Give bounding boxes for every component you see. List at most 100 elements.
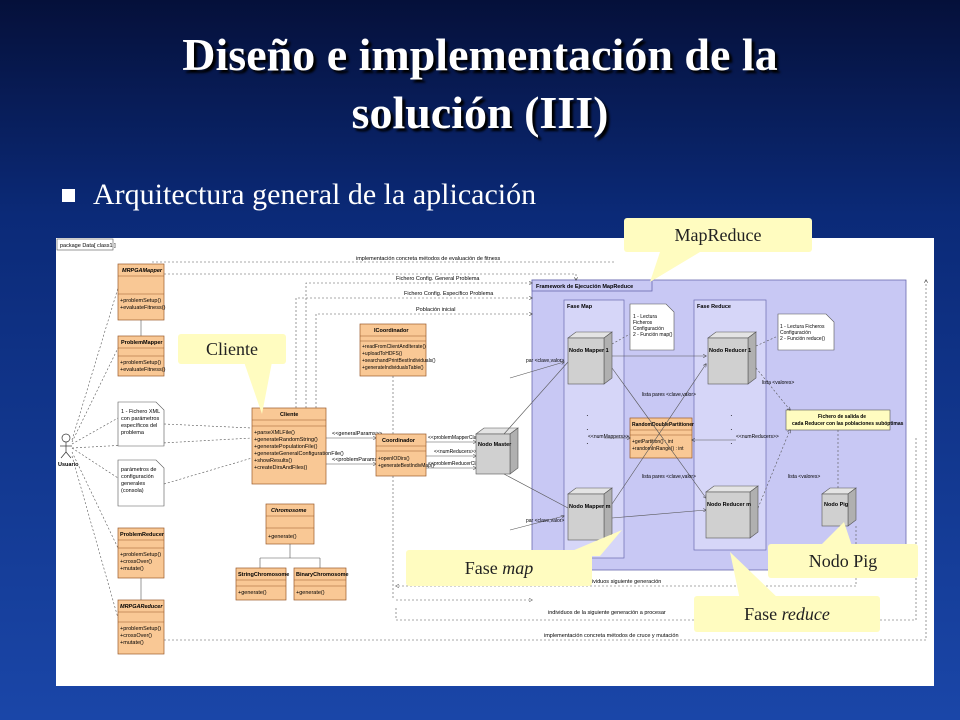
svg-text:+generateBestIndivMap(): +generateBestIndivMap() <box>378 463 435 469</box>
svg-text:·: · <box>730 439 733 448</box>
mapper-ellipsis: · <box>586 411 589 420</box>
class-cliente: Cliente +parseXMLFile() +generateRandomS… <box>251 407 344 485</box>
class-coordinador: Coordinador +openIODirs() +generateBestI… <box>375 433 435 477</box>
svg-text:+generateGeneralConfigurationF: +generateGeneralConfigurationFile() <box>254 451 344 457</box>
edge-poblacion: Población inicial <box>416 307 455 313</box>
note-xml: 1 - Fichero XML con parámetros específic… <box>117 401 165 447</box>
note-reduce: 1 - Lectura Ficheros Configuración 2 - F… <box>777 313 835 351</box>
svg-text:+mutate(): +mutate() <box>120 640 144 646</box>
svg-text:·: · <box>730 425 733 434</box>
svg-text:+parseXMLFile(): +parseXMLFile() <box>254 430 295 436</box>
class-name: Chromosome <box>271 508 306 514</box>
svg-text:+getPartition() : int: +getPartition() : int <box>632 439 674 445</box>
node-reducer-m: Nodo Reducer m <box>705 485 759 539</box>
svg-text:2 - Función reduce(): 2 - Función reduce() <box>780 336 825 342</box>
fase-reduce-label: Fase Reduce <box>697 304 731 310</box>
callout-cliente: Cliente <box>178 334 286 364</box>
svg-text:+crossOver(): +crossOver() <box>120 559 152 565</box>
node-pig: Nodo Pig <box>821 487 857 527</box>
class-name: Cliente <box>280 412 298 418</box>
svg-text:+generateRandomString(): +generateRandomString() <box>254 437 318 443</box>
node-reducer-1: Nodo Reducer 1 <box>707 331 757 385</box>
svg-text:Configuración: Configuración <box>633 326 664 332</box>
edge-prep-generacion: preparación individuos siguiente generac… <box>554 579 661 585</box>
svg-text:+generate(): +generate() <box>268 534 297 540</box>
svg-text:Nodo Mapper m: Nodo Mapper m <box>569 504 611 510</box>
svg-text:1 - Lectura: 1 - Lectura <box>633 314 657 320</box>
svg-text:problema: problema <box>121 430 145 436</box>
reducer-ellipsis: · <box>730 411 733 420</box>
class-name: BinaryChromosome <box>296 572 349 578</box>
svg-text:+generate(): +generate() <box>296 590 325 596</box>
svg-text:+problemSetup(): +problemSetup() <box>120 626 161 632</box>
edge-num-reducers: <<numReducers>> <box>434 449 477 455</box>
svg-text:par <clave,valor>: par <clave,valor> <box>526 518 564 524</box>
svg-text:Nodo Master: Nodo Master <box>478 442 512 448</box>
package-label: package Data[ class1 ] <box>60 243 116 249</box>
edge-problem-params: <<problemParams>> <box>332 457 384 463</box>
class-name: ICoordinador <box>374 328 409 334</box>
svg-text:lista pares <clave,valor>: lista pares <clave,valor> <box>642 474 696 480</box>
class-stringchromosome: StringChromosome +generate() <box>235 567 289 601</box>
svg-text:+generate(): +generate() <box>238 590 267 596</box>
svg-text:configuración: configuración <box>121 474 154 480</box>
svg-text:·: · <box>586 425 589 434</box>
edge-general-params: <<generalParams>> <box>332 431 382 437</box>
edge-ind-siguiente: individuos de la siguiente generación a … <box>548 610 666 616</box>
edge-conf-especifico: Fichero Config. Específico Problema <box>404 291 494 297</box>
svg-text:(consola): (consola) <box>121 488 144 494</box>
class-mrpgareducer: MRPGAReducer +problemSetup() +crossOver(… <box>117 599 165 655</box>
class-binarychromosome: BinaryChromosome +generate() <box>293 567 349 601</box>
svg-text:con parámetros: con parámetros <box>121 416 159 422</box>
class-icoordinador: ICoordinador +readFromClientAndIterate()… <box>359 323 436 377</box>
class-name: Coordinador <box>382 438 416 444</box>
svg-text:2 - Función map(): 2 - Función map() <box>633 332 673 338</box>
callout-fase-reduce: Fase reduce <box>694 596 880 632</box>
svg-text:+searchandPrintBestIndividuals: +searchandPrintBestIndividuals() <box>362 358 436 364</box>
edge-mapper-class: <<problemMapperClass>> <box>428 435 487 441</box>
tail-mapreduce <box>650 252 700 282</box>
class-op: +problemSetup() <box>120 360 161 366</box>
tail-cliente <box>244 362 272 414</box>
svg-text:+createDirsAndFiles(): +createDirsAndFiles() <box>254 465 308 471</box>
bullet-text: Arquitectura general de la aplicación <box>93 178 537 211</box>
svg-text:generales: generales <box>121 481 145 487</box>
class-name: ProblemReducer <box>120 532 165 538</box>
class-op: +evaluateFitness() <box>120 305 166 311</box>
tail-nodo-pig <box>820 522 852 546</box>
svg-text:específicos del: específicos del <box>121 423 157 429</box>
svg-text:<<numReducers>>: <<numReducers>> <box>736 434 779 440</box>
bullet-square-icon <box>62 188 75 202</box>
callout-fase-map: Fase map <box>406 550 592 586</box>
svg-text:par <clave,valor>: par <clave,valor> <box>526 358 564 364</box>
svg-text:parámetros de: parámetros de <box>121 467 156 473</box>
node-master: Nodo Master <box>475 427 519 475</box>
title-line-1: Diseño e implementación de la <box>182 29 778 80</box>
class-name: StringChromosome <box>238 572 289 578</box>
svg-text:lista pares <clave,valor>: lista pares <clave,valor> <box>642 392 696 398</box>
svg-text:+uploadToHDFS(): +uploadToHDFS() <box>362 351 402 357</box>
fase-map-label: Fase Map <box>567 304 593 310</box>
svg-text:<<numMappers>>: <<numMappers>> <box>588 434 629 440</box>
svg-text:+readFromClientAndIterate(): +readFromClientAndIterate() <box>362 344 426 350</box>
svg-text:lista <valores>: lista <valores> <box>788 474 820 480</box>
svg-text:+problemSetup(): +problemSetup() <box>120 552 161 558</box>
framework-tab <box>531 279 653 292</box>
node-mapper-m: Nodo Mapper m <box>567 487 613 541</box>
actor-usuario: Usuario <box>58 433 79 468</box>
svg-text:Nodo Reducer m: Nodo Reducer m <box>707 502 751 508</box>
class-problemmapper: ProblemMapper +problemSetup() +evaluateF… <box>117 335 166 377</box>
class-name: RandomDoublePartitioner <box>632 422 694 428</box>
svg-text:+showResults(): +showResults() <box>254 458 292 464</box>
svg-text:+openIODirs(): +openIODirs() <box>378 456 410 462</box>
class-op: +evaluateFitness() <box>120 367 166 373</box>
svg-text:1 - Lectura Ficheros: 1 - Lectura Ficheros <box>780 324 825 330</box>
uml-diagram-svg: package Data[ class1 ] Framework de Ejec… <box>56 238 934 655</box>
edge-impl-cruce: implementación concreta métodos de cruce… <box>544 633 679 639</box>
svg-text:+randomInRange() : int: +randomInRange() : int <box>632 446 684 452</box>
class-name: ProblemMapper <box>121 340 163 346</box>
svg-text:Nodo Mapper 1: Nodo Mapper 1 <box>569 348 609 354</box>
svg-text:+generatePopulationFile(): +generatePopulationFile() <box>254 444 318 450</box>
package-tab <box>56 238 114 251</box>
